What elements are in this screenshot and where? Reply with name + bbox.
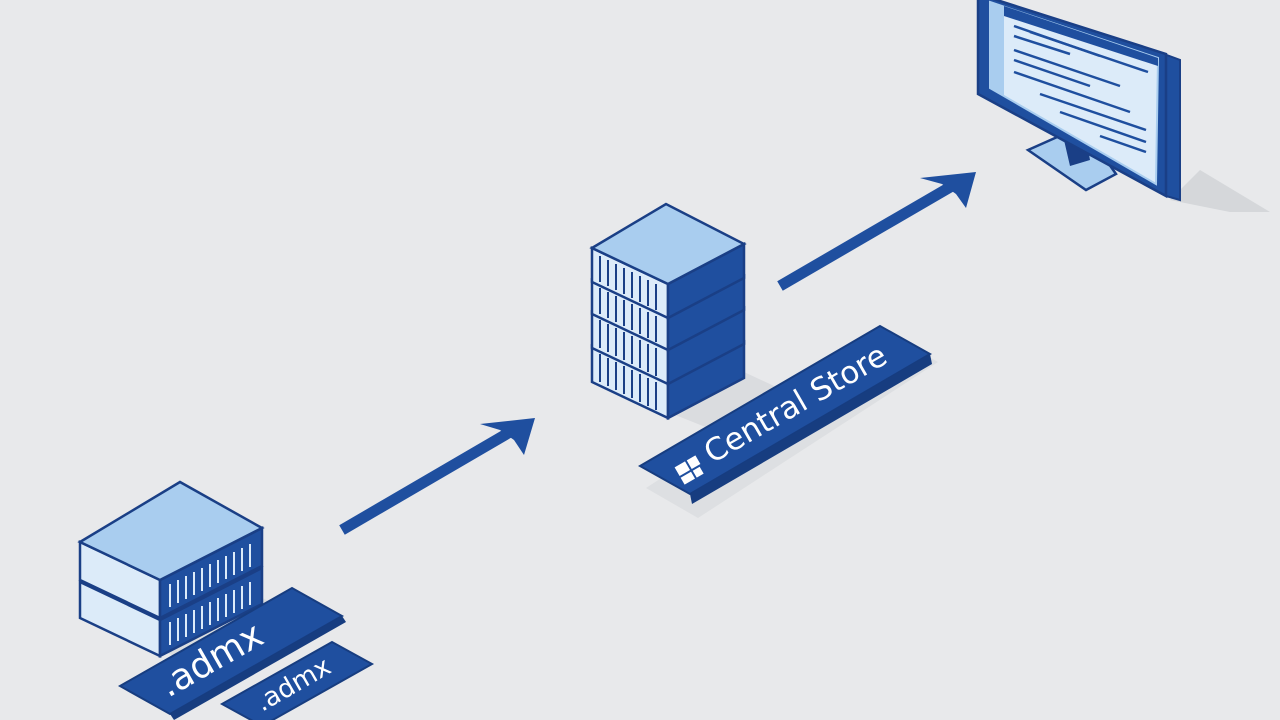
central-server-stack-icon: [589, 202, 800, 436]
monitor-icon: [976, 0, 1270, 212]
central-server-unit-1: [589, 202, 747, 321]
arrow-icon: [339, 418, 535, 535]
screen-content-lines: [1013, 24, 1149, 154]
puzzle-icon: [674, 455, 704, 485]
local-server-unit-upper: [77, 480, 265, 621]
arrow-icon: [777, 172, 976, 291]
central-server-unit-4: [590, 339, 746, 421]
